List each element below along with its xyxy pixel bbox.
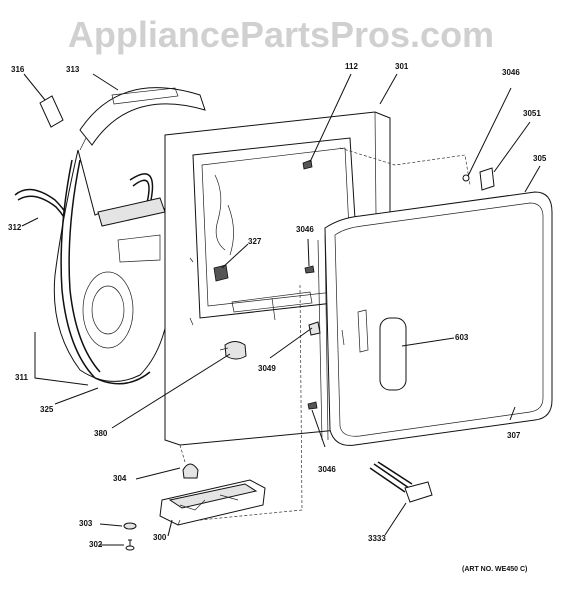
part-325-seal [60,159,151,385]
bracket-line-311 [34,332,89,386]
part-302-screw [125,539,135,551]
callout-316: 316 [11,65,25,74]
art-number: (ART NO. WE450 C) [462,566,528,573]
part-303-grommet [123,522,137,530]
watermark-text: AppliancePartsPros.com [67,14,495,55]
callout-3333: 3333 [368,534,386,543]
callout-3046-top: 3046 [502,68,520,77]
callout-303: 303 [79,519,93,528]
callout-311: 311 [15,373,28,382]
callout-300: 300 [153,533,167,542]
part-380-switch [219,341,247,360]
callout-302: 302 [89,540,103,549]
callout-3046-mid: 3046 [296,225,314,234]
guide-line-304 [179,444,186,463]
part-311-duct-housing [53,149,171,382]
leader-lines [21,73,541,546]
callout-3046-low: 3046 [318,465,336,474]
part-3051-hinge [479,167,495,191]
callout-313: 313 [66,65,80,74]
callout-380: 380 [94,429,108,438]
part-112-screw [302,159,313,170]
callout-301: 301 [395,62,409,71]
part-3046-screw-top [462,174,470,182]
callout-325: 325 [40,405,54,414]
callout-305: 305 [533,154,547,163]
part-316-pad [39,95,64,128]
callout-307: 307 [507,431,521,440]
part-3046-screw-low [307,401,318,410]
part-3333-connector [369,461,433,503]
callout-3051: 3051 [523,109,541,118]
callout-112: 112 [345,62,358,71]
part-327-clip [213,264,229,282]
guide-line-lower [199,284,303,521]
part-300-filter-housing [159,479,266,526]
callout-327: 327 [248,237,262,246]
part-305-door-outer [324,191,553,446]
callout-304: 304 [113,474,127,483]
part-603-handle [357,309,407,391]
callout-3049: 3049 [258,364,276,373]
part-304-foot [182,463,199,479]
callout-312: 312 [8,223,22,232]
part-3046-screw-mid [304,265,315,274]
callout-603: 603 [455,333,469,342]
guide-line-hinge [339,147,471,186]
part-313-bracket [79,87,206,151]
part-307-door-inner [317,234,345,441]
